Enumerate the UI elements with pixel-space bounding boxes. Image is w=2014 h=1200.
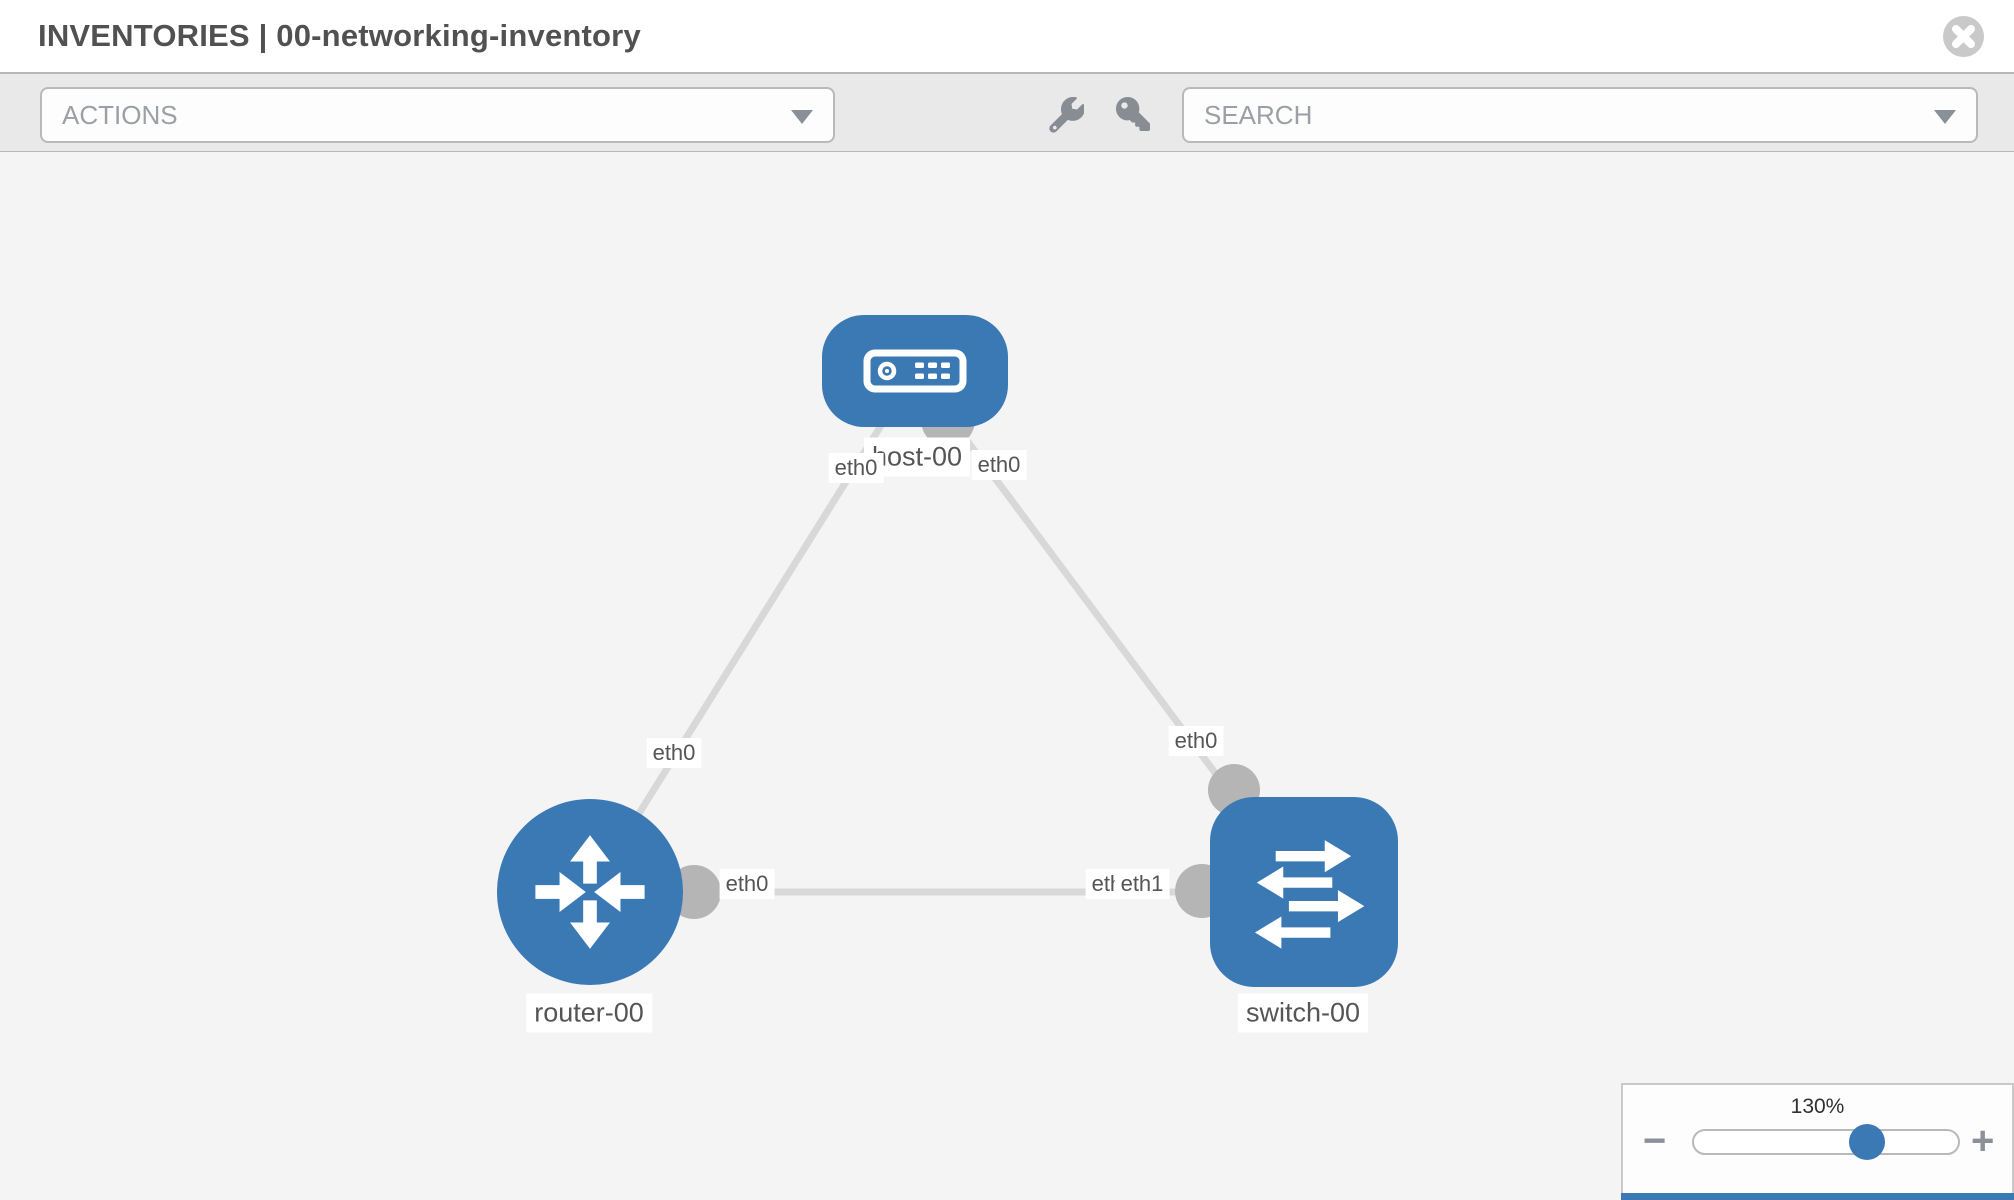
zoom-panel-accent [1621,1193,2014,1200]
toolbar [0,72,2014,153]
zoom-slider[interactable] [1692,1124,1960,1160]
actions-input[interactable] [42,89,833,141]
zoom-in-button[interactable]: + [1971,1119,1995,1163]
zoom-out-button[interactable]: − [1643,1119,1667,1163]
node-label-switch[interactable]: switch-00 [1237,993,1369,1033]
wrench-icon [1049,96,1085,133]
router-icon [535,835,645,949]
zoom-level: 130% [1790,1095,1845,1118]
search-dropdown[interactable] [1182,87,1978,143]
actions-dropdown[interactable] [40,87,835,143]
if-label-router-top: eth0 [646,738,702,768]
if-label-host-left: eth0 [828,453,884,483]
credentials-button[interactable] [1116,97,1152,133]
topology-canvas[interactable]: host-00 router-00 switch-00 eth0 eth0 et… [0,152,2014,1200]
node-switch-00[interactable] [1210,797,1398,987]
node-router-00[interactable] [497,799,683,985]
if-label-switch-left-eth1: eth1 [1114,869,1170,899]
zoom-slider-thumb[interactable] [1849,1124,1885,1160]
page-header: INVENTORIES | 00-networking-inventory [0,0,2014,72]
if-label-router-right: eth0 [719,869,775,899]
if-label-switch-top: eth0 [1168,726,1224,756]
close-icon [1952,25,1975,48]
host-icon [863,349,967,393]
close-button[interactable] [1943,16,1984,57]
if-label-host-right: eth0 [971,450,1027,480]
zoom-panel: 130% − + [1621,1083,2014,1200]
tools-button[interactable] [1048,96,1085,133]
node-host-00[interactable] [822,315,1008,427]
chevron-down-icon [1934,110,1956,124]
chevron-down-icon [791,110,813,124]
page-title: INVENTORIES | 00-networking-inventory [38,18,641,53]
key-icon [1116,97,1150,131]
switch-icon [1254,840,1365,949]
node-label-router[interactable]: router-00 [526,993,652,1033]
topology-links [587,368,1307,896]
search-input[interactable] [1184,89,1976,141]
